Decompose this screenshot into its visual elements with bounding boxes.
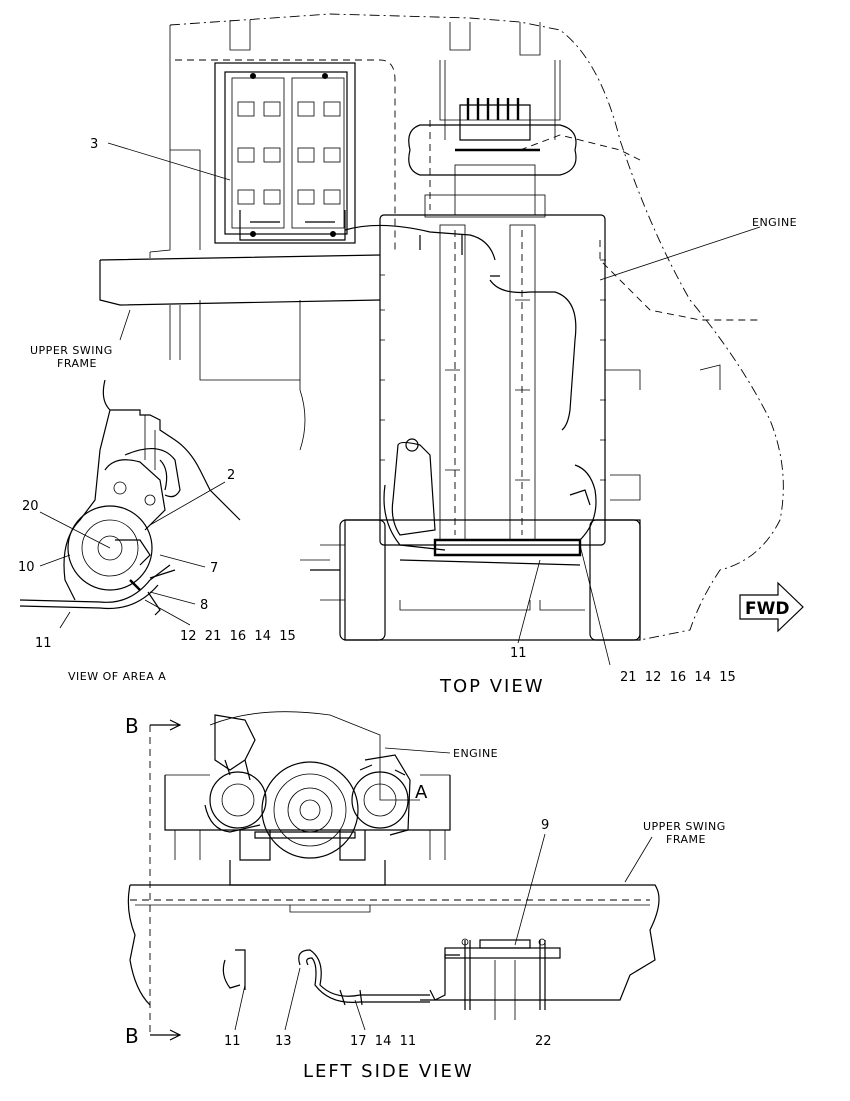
battery-box xyxy=(214,62,356,244)
callout-7: 7 xyxy=(210,561,218,576)
caption-view-of-area-a: VIEW OF AREA A xyxy=(68,670,166,683)
upper-swing-frame-label-side-1: UPPER SWING xyxy=(643,820,726,833)
callout-9: 9 xyxy=(541,818,549,833)
section-b-bottom-label: B xyxy=(125,1024,139,1048)
upper-swing-frame-label-top-1: UPPER SWING xyxy=(30,344,113,357)
fwd-arrow: FWD xyxy=(739,581,804,633)
callout-11-side: 11 xyxy=(224,1034,241,1049)
callout-10: 10 xyxy=(18,560,35,575)
section-b-top-label: B xyxy=(125,714,139,738)
engine-label-top: ENGINE xyxy=(752,216,797,229)
upper-swing-frame-label-top-2: FRAME xyxy=(57,357,97,370)
top-view-drawing xyxy=(99,13,784,666)
caption-top-view: TOP VIEW xyxy=(439,676,545,697)
callout-11-area-a: 11 xyxy=(35,636,52,651)
callout-2: 2 xyxy=(227,468,235,483)
callout-22: 22 xyxy=(535,1034,552,1049)
engine-label-side: ENGINE xyxy=(453,747,498,760)
callout-13: 13 xyxy=(275,1034,292,1049)
callout-3: 3 xyxy=(90,137,98,152)
callout-row-side: 17 14 11 xyxy=(350,1034,416,1049)
upper-swing-frame-label-side-2: FRAME xyxy=(666,833,706,846)
engine-block xyxy=(310,98,721,641)
machine-outline xyxy=(169,13,784,641)
area-a-marker: A xyxy=(415,782,428,803)
callout-row-top-right: 21 12 16 14 15 xyxy=(620,670,736,685)
area-a-drawing xyxy=(19,379,241,629)
callout-20: 20 xyxy=(22,499,39,514)
callout-8: 8 xyxy=(200,598,208,613)
caption-left-side-view: LEFT SIDE VIEW xyxy=(303,1061,474,1082)
fwd-label: FWD xyxy=(745,599,789,619)
left-side-view-drawing xyxy=(127,711,660,1041)
callout-11-top: 11 xyxy=(510,646,527,661)
callout-row-area-a: 12 21 16 14 15 xyxy=(180,629,296,644)
